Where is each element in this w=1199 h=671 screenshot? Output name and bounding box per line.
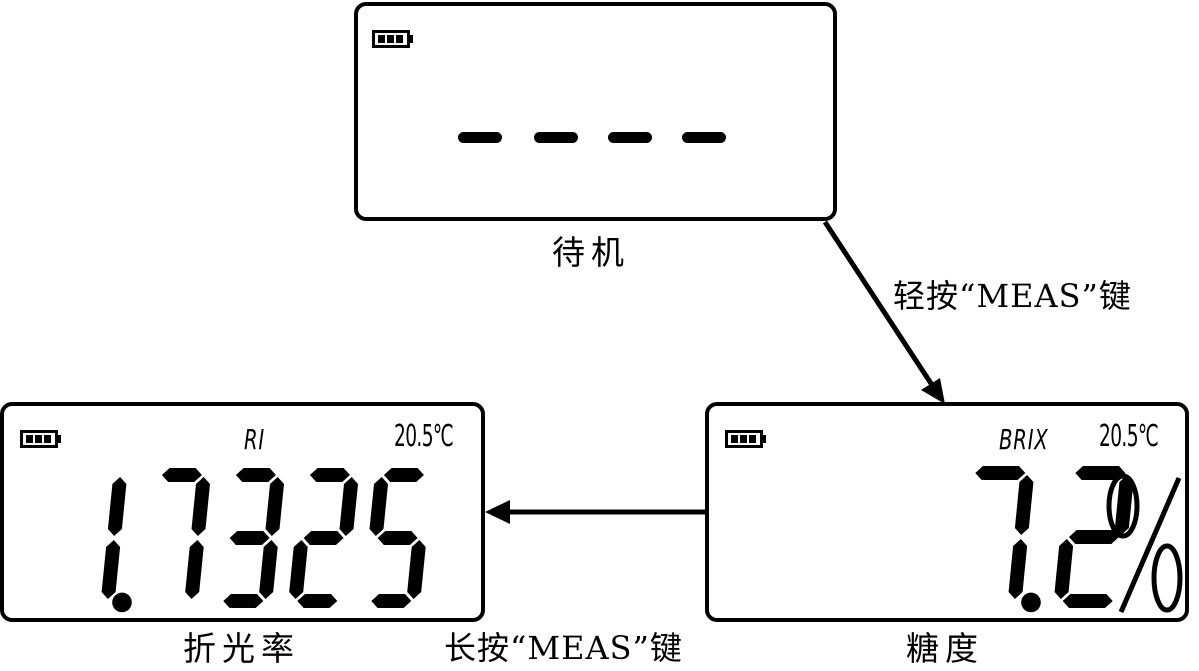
digit-3-segment-g — [303, 531, 344, 545]
digit-4-segment-c — [407, 540, 426, 599]
battery-icon — [20, 430, 61, 448]
digit-1-segment-g — [1069, 530, 1119, 544]
brix-value-digits — [975, 466, 1183, 613]
digit-4-segment-a — [383, 468, 424, 482]
standby-display — [354, 2, 837, 221]
digit-0-segment-a — [975, 466, 1026, 480]
digit-0-segment-c — [101, 540, 121, 599]
battery-icon — [372, 30, 413, 48]
ri-caption: 折光率 — [183, 629, 300, 668]
digit-4-segment-g — [377, 531, 418, 545]
digit-2-segment-c — [259, 540, 278, 599]
refractive-index-display: RI 20.5℃ — [0, 402, 485, 622]
digit-0-segment-b — [1014, 475, 1034, 535]
digit-1-segment-b — [191, 477, 210, 536]
battery-icon — [725, 430, 766, 448]
digit-3-segment-b — [339, 477, 358, 536]
short-press-arrowhead-icon — [921, 378, 945, 404]
digit-1-segment-a — [161, 468, 202, 482]
brix-temperature: 20.5℃ — [1099, 419, 1159, 454]
standby-dashes — [458, 132, 726, 143]
percent-sign — [1106, 473, 1183, 613]
digit-2-segment-a — [235, 468, 276, 482]
digit-1-segment-b — [1114, 475, 1134, 535]
digit-1-segment-a — [1075, 466, 1126, 480]
digit-2-segment-b — [265, 477, 284, 536]
brix-display: BRIX 20.5℃ — [705, 402, 1189, 622]
digit-0-segment-b — [107, 477, 127, 536]
digit-3-segment-e — [289, 540, 308, 599]
long-press-label: 长按“MEAS”键 — [444, 629, 683, 667]
ri-temperature: 20.5℃ — [394, 419, 454, 454]
digit-2-segment-d — [223, 594, 264, 608]
digit-3-segment-a — [309, 468, 350, 482]
ri-mode-label: RI — [244, 423, 266, 456]
decimal-point — [112, 592, 132, 613]
digit-4-segment-d — [371, 594, 412, 608]
digit-1-segment-c — [185, 540, 204, 599]
standby-caption: 待机 — [552, 233, 630, 272]
digit-2-segment-g — [229, 531, 270, 545]
digit-0-segment-c — [1008, 539, 1028, 599]
digit-3-segment-d — [297, 594, 338, 608]
ri-value-digits — [101, 468, 426, 613]
long-press-arrowhead-icon — [485, 500, 510, 524]
digit-4-segment-f — [369, 477, 388, 536]
short-press-label: 轻按“MEAS”键 — [893, 277, 1132, 315]
brix-mode-label: BRIX — [999, 423, 1049, 456]
brix-caption: 糖度 — [906, 629, 984, 668]
decimal-point — [1021, 592, 1041, 613]
digit-1-segment-e — [1054, 539, 1074, 599]
digit-1-segment-d — [1062, 594, 1113, 608]
short-press-connector — [822, 220, 937, 390]
